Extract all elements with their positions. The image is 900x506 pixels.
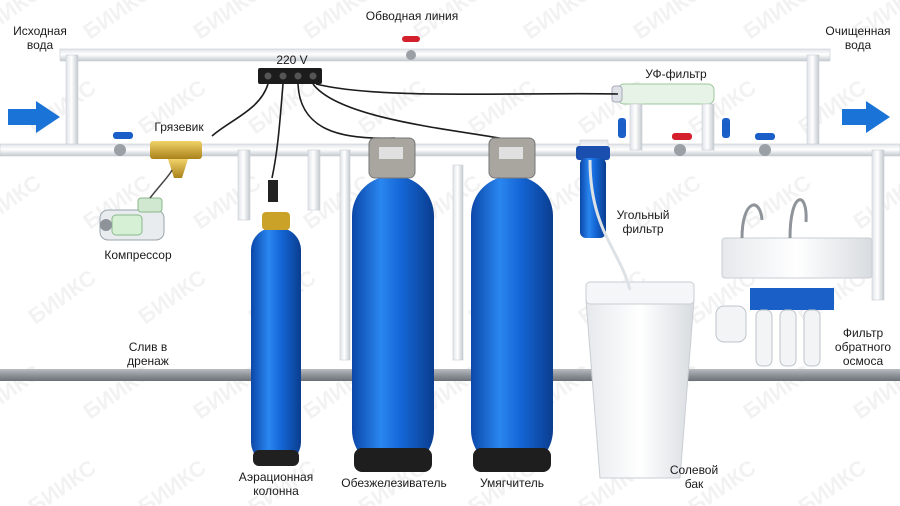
- label-ro-filter: Фильтр обратного осмоса: [834, 326, 892, 368]
- outlet-valve-blue: [755, 133, 775, 156]
- watermark-text: БИИКС: [134, 455, 211, 506]
- inlet-valve-blue: [113, 132, 133, 156]
- watermark-text: БИИКС: [739, 0, 816, 44]
- watermark-text: БИИКС: [189, 170, 266, 234]
- label-drain: Слив в дренаж: [127, 340, 169, 368]
- ro-system: [715, 198, 873, 367]
- label-softener: Умягчитель: [479, 476, 545, 490]
- label-compressor: Компрессор: [104, 248, 172, 262]
- label-aeration-column: Аэрационная колонна: [238, 470, 314, 498]
- power-block: [258, 68, 322, 84]
- label-voltage: 220 V: [276, 53, 308, 67]
- watermark-text: БИИКС: [519, 0, 596, 44]
- watermark-text: БИИКС: [79, 0, 156, 44]
- watermark-text: БИИКС: [24, 265, 101, 329]
- watermark-text: БИИКС: [24, 455, 101, 506]
- watermark-text: БИИКС: [464, 75, 541, 139]
- drain-pipe: [0, 369, 900, 381]
- label-iron-remover: Обезжелезиватель: [341, 476, 447, 490]
- valves: [113, 36, 775, 156]
- power-cables: [211, 83, 619, 179]
- watermark-text: БИИКС: [354, 75, 431, 139]
- aeration-column: [251, 180, 301, 466]
- outlet-arrow-icon: [842, 101, 890, 133]
- bypass-pipe: [59, 48, 831, 151]
- brine-line: [588, 159, 632, 291]
- outlet-valve-red: [672, 133, 692, 156]
- compressor-hose: [149, 169, 173, 199]
- strainer-device: [150, 141, 202, 178]
- watermark-text: БИИКС: [794, 75, 871, 139]
- watermark-text: БИИКС: [794, 455, 871, 506]
- uv-valve-right: [722, 118, 730, 138]
- label-salt-tank: Солевой бак: [669, 463, 719, 491]
- uv-valve-left: [618, 118, 626, 138]
- watermark-text: БИИКС: [189, 0, 266, 44]
- label-carbon-filter: Угольный фильтр: [616, 208, 670, 236]
- inlet-arrow-icon: [8, 101, 60, 133]
- bypass-valve-red: [402, 36, 420, 60]
- label-source-water: Исходная вода: [13, 24, 67, 52]
- watermark-text: БИИКС: [134, 265, 211, 329]
- watermark-text: БИИКС: [244, 75, 321, 139]
- watermark-text: БИИКС: [24, 75, 101, 139]
- label-purified-water: Очищенная вода: [825, 24, 891, 52]
- salt-tank: [585, 281, 695, 479]
- watermark-text: БИИКС: [629, 0, 706, 44]
- compressor-device: [99, 197, 165, 241]
- label-bypass-line: Обводная линия: [365, 9, 459, 23]
- iron-remover-tank: [352, 137, 434, 472]
- softener-tank: [471, 137, 553, 472]
- label-strainer: Грязевик: [154, 120, 204, 134]
- label-uv-filter: УФ-фильтр: [645, 67, 707, 81]
- watermark-text: БИИКС: [0, 170, 46, 234]
